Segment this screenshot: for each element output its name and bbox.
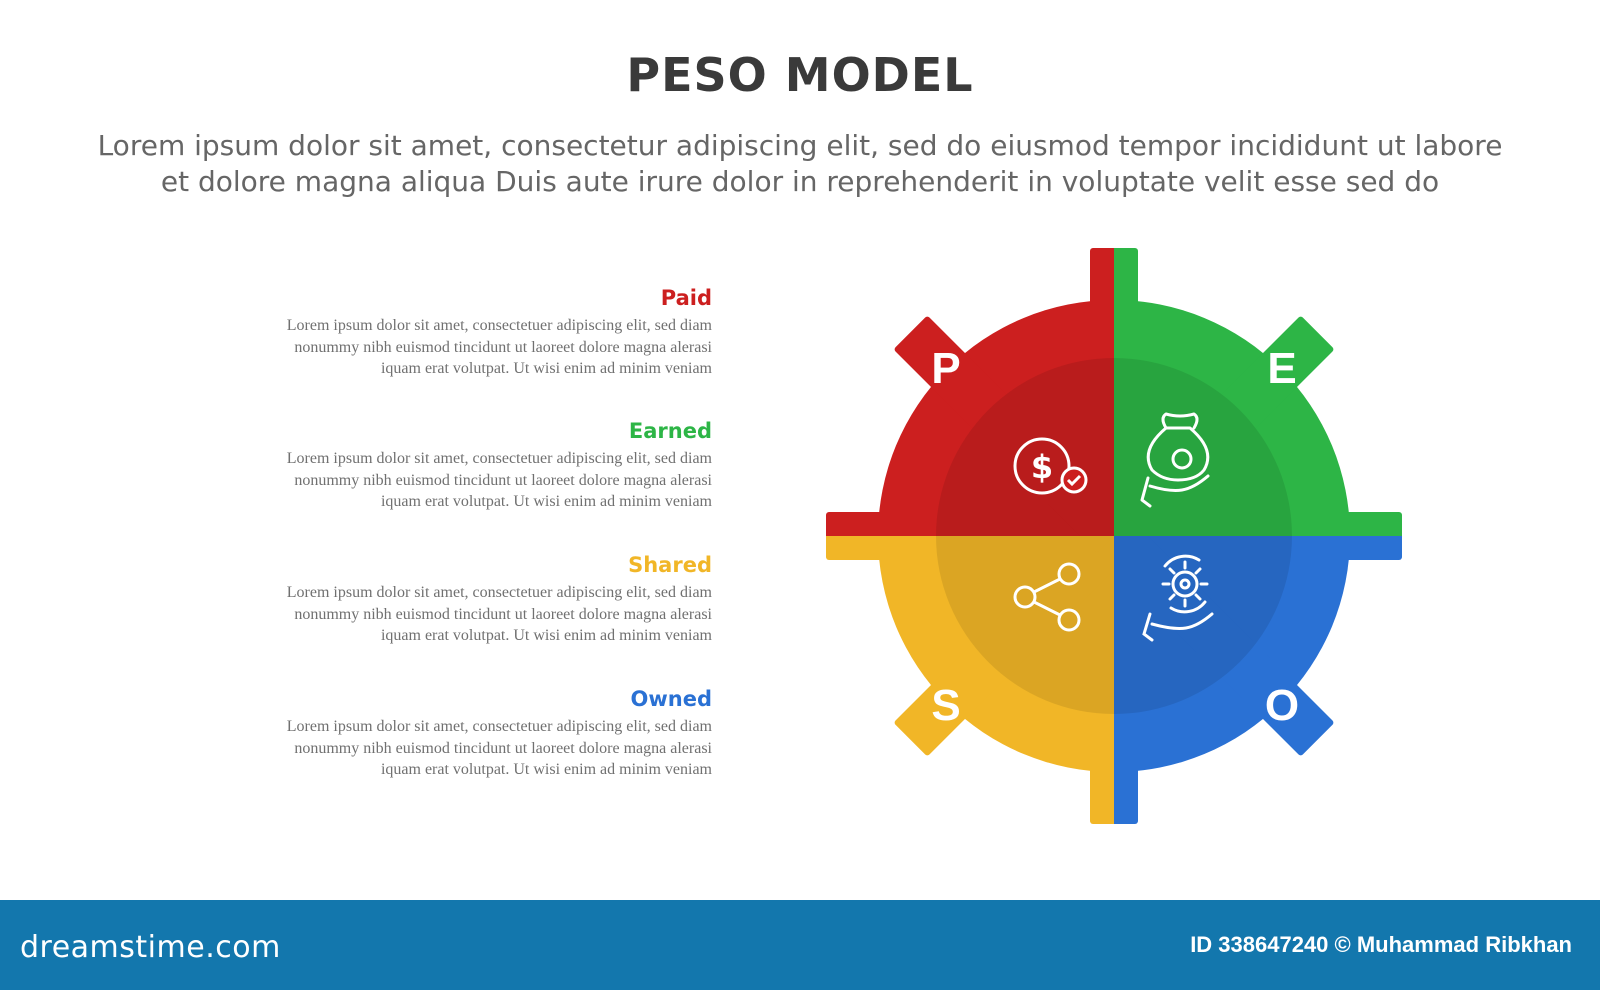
gear-hand-icon — [1142, 554, 1214, 642]
letter-p: P — [931, 344, 960, 393]
legend-text-line: nonummy nibh euismod tincidunt ut laoree… — [294, 605, 712, 623]
peso-gear-diagram: P E S O $ — [826, 248, 1402, 824]
legend-text-line: nonummy nibh euismod tincidunt ut laoree… — [294, 338, 712, 356]
quadrant-earned — [1114, 248, 1402, 536]
quadrant-shared — [826, 536, 1114, 824]
dollar-check-icon: $ — [1013, 437, 1088, 495]
legend-item-shared: Shared Lorem ipsum dolor sit amet, conse… — [150, 550, 712, 647]
legend-text-line: Lorem ipsum dolor sit amet, consectetuer… — [286, 718, 712, 735]
legend-item-earned: Earned Lorem ipsum dolor sit amet, conse… — [150, 416, 712, 513]
legend-text-line: iquam erat volutpat. Ut wisi enim ad min… — [380, 627, 712, 644]
legend-heading-owned: Owned — [630, 687, 712, 711]
footer-credit: ID 338647240 © Muhammad Ribkhan — [1190, 932, 1572, 957]
legend-text-line: Lorem ipsum dolor sit amet, consectetuer… — [286, 317, 712, 334]
footer-bar: dreamstime.com ID 338647240 © Muhammad R… — [0, 900, 1600, 990]
legend-item-paid: Paid Lorem ipsum dolor sit amet, consect… — [150, 283, 712, 380]
legend-text-line: iquam erat volutpat. Ut wisi enim ad min… — [380, 761, 712, 778]
page-title: PESO MODEL — [626, 48, 974, 102]
legend-text-line: nonummy nibh euismod tincidunt ut laoree… — [294, 471, 712, 489]
footer-logo: dreamstime.com — [20, 930, 281, 965]
legend-item-owned: Owned Lorem ipsum dolor sit amet, consec… — [150, 684, 712, 781]
share-icon — [1013, 562, 1081, 632]
legend-text-owned: Lorem ipsum dolor sit amet, consectetuer… — [150, 716, 712, 781]
legend-text-line: Lorem ipsum dolor sit amet, consectetuer… — [286, 584, 712, 601]
svg-text:$: $ — [1031, 448, 1053, 486]
money-bag-hand-icon — [1140, 412, 1210, 508]
legend-text-line: iquam erat volutpat. Ut wisi enim ad min… — [380, 360, 712, 377]
legend-text-earned: Lorem ipsum dolor sit amet, consectetuer… — [150, 448, 712, 513]
letter-e: E — [1267, 344, 1296, 393]
legend-text-shared: Lorem ipsum dolor sit amet, consectetuer… — [150, 582, 712, 647]
letter-o: O — [1265, 681, 1299, 730]
legend-heading-earned: Earned — [628, 419, 712, 443]
letter-s: S — [931, 681, 960, 730]
legend-text-line: iquam erat volutpat. Ut wisi enim ad min… — [380, 493, 712, 510]
subtitle-line: et dolore magna aliqua Duis aute irure d… — [160, 165, 1440, 198]
legend-heading-shared: Shared — [628, 553, 712, 577]
subtitle-line: Lorem ipsum dolor sit amet, consectetur … — [97, 129, 1503, 162]
legend-text-line: Lorem ipsum dolor sit amet, consectetuer… — [286, 450, 712, 467]
page-subtitle: Lorem ipsum dolor sit amet, consectetur … — [60, 128, 1540, 200]
legend-heading-paid: Paid — [660, 286, 712, 310]
legend-text-line: nonummy nibh euismod tincidunt ut laoree… — [294, 739, 712, 757]
legend-text-paid: Lorem ipsum dolor sit amet, consectetuer… — [150, 315, 712, 380]
inner-circle — [936, 358, 1292, 714]
